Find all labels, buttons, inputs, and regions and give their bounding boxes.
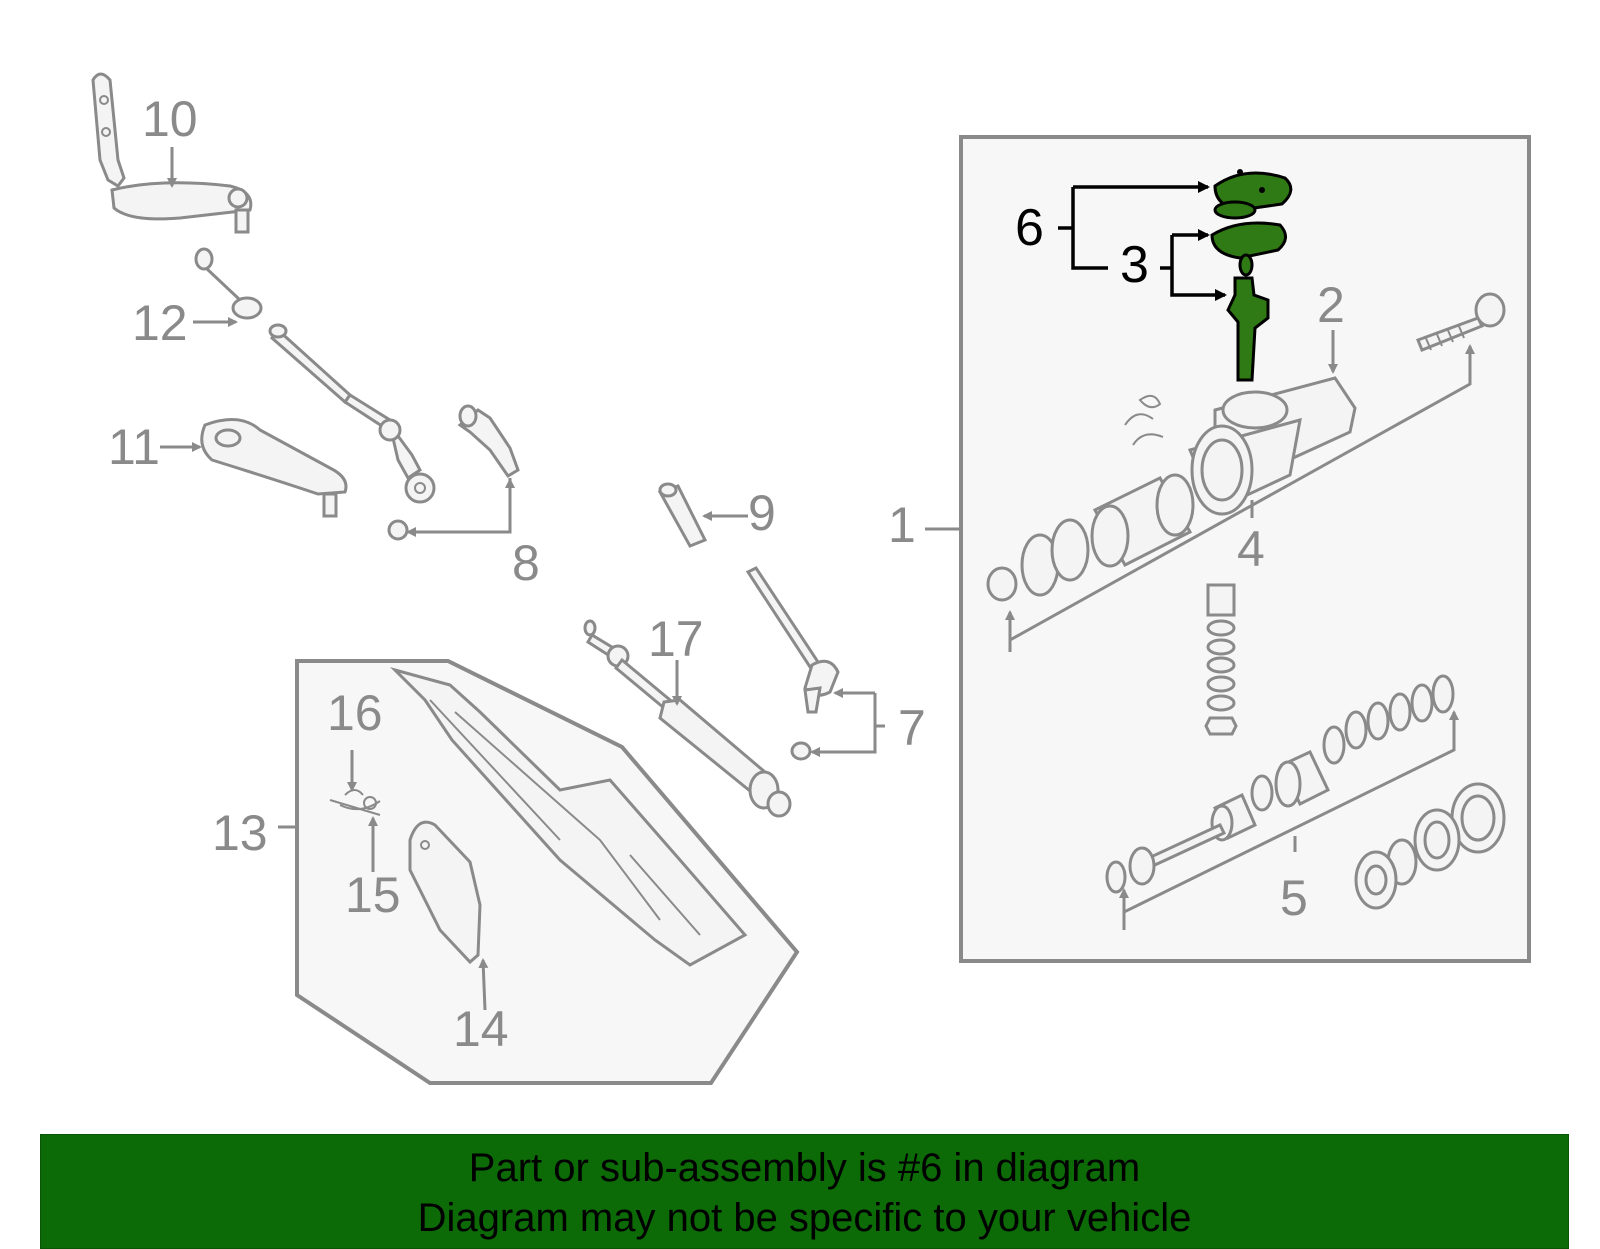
part-11-idler-arm bbox=[200, 418, 348, 518]
gear-housing bbox=[1187, 376, 1357, 516]
part-7-tie-rod bbox=[745, 566, 840, 761]
part-3-highlighted bbox=[1210, 221, 1287, 382]
callout-2: 2 bbox=[1317, 277, 1345, 333]
callout-9: 9 bbox=[748, 485, 776, 541]
callout-15: 15 bbox=[345, 867, 401, 923]
part-12-center-link bbox=[194, 247, 436, 504]
callout-7: 7 bbox=[898, 700, 926, 756]
o-ring bbox=[1050, 518, 1090, 582]
part-9-connector bbox=[657, 482, 708, 548]
info-banner: Part or sub-assembly is #6 in diagram Di… bbox=[40, 1134, 1569, 1249]
part-14-bracket bbox=[408, 820, 482, 965]
part-5-seal-kit bbox=[1105, 674, 1506, 910]
callout-6: 6 bbox=[1015, 199, 1044, 257]
part-10-pitman-arm bbox=[91, 72, 253, 234]
callout-16: 16 bbox=[327, 685, 383, 741]
callout-5: 5 bbox=[1280, 870, 1308, 926]
skid-plate-assembly-box bbox=[295, 659, 800, 1085]
part-4-piston bbox=[1090, 473, 1195, 568]
callout-3: 3 bbox=[1120, 236, 1149, 294]
callout-10: 10 bbox=[142, 91, 198, 147]
banner-line-2: Diagram may not be specific to your vehi… bbox=[417, 1196, 1192, 1240]
retaining-clips bbox=[1124, 394, 1164, 446]
part-13-skid-plate bbox=[389, 667, 748, 967]
washer-stack bbox=[1204, 583, 1238, 736]
callout-4: 4 bbox=[1237, 521, 1265, 577]
callout-1: 1 bbox=[888, 497, 916, 553]
callout-8: 8 bbox=[512, 535, 540, 591]
callout-13: 13 bbox=[212, 805, 268, 861]
callout-14: 14 bbox=[453, 1001, 509, 1057]
callout-17: 17 bbox=[648, 611, 704, 667]
part-6-highlighted bbox=[1213, 169, 1293, 220]
callout-12: 12 bbox=[132, 295, 188, 351]
callout-11: 11 bbox=[108, 419, 160, 475]
part-17-steering-damper bbox=[583, 619, 792, 818]
part-2-screw bbox=[1416, 292, 1506, 352]
seal-cap bbox=[986, 566, 1018, 602]
banner-line-1: Part or sub-assembly is #6 in diagram bbox=[468, 1146, 1141, 1190]
